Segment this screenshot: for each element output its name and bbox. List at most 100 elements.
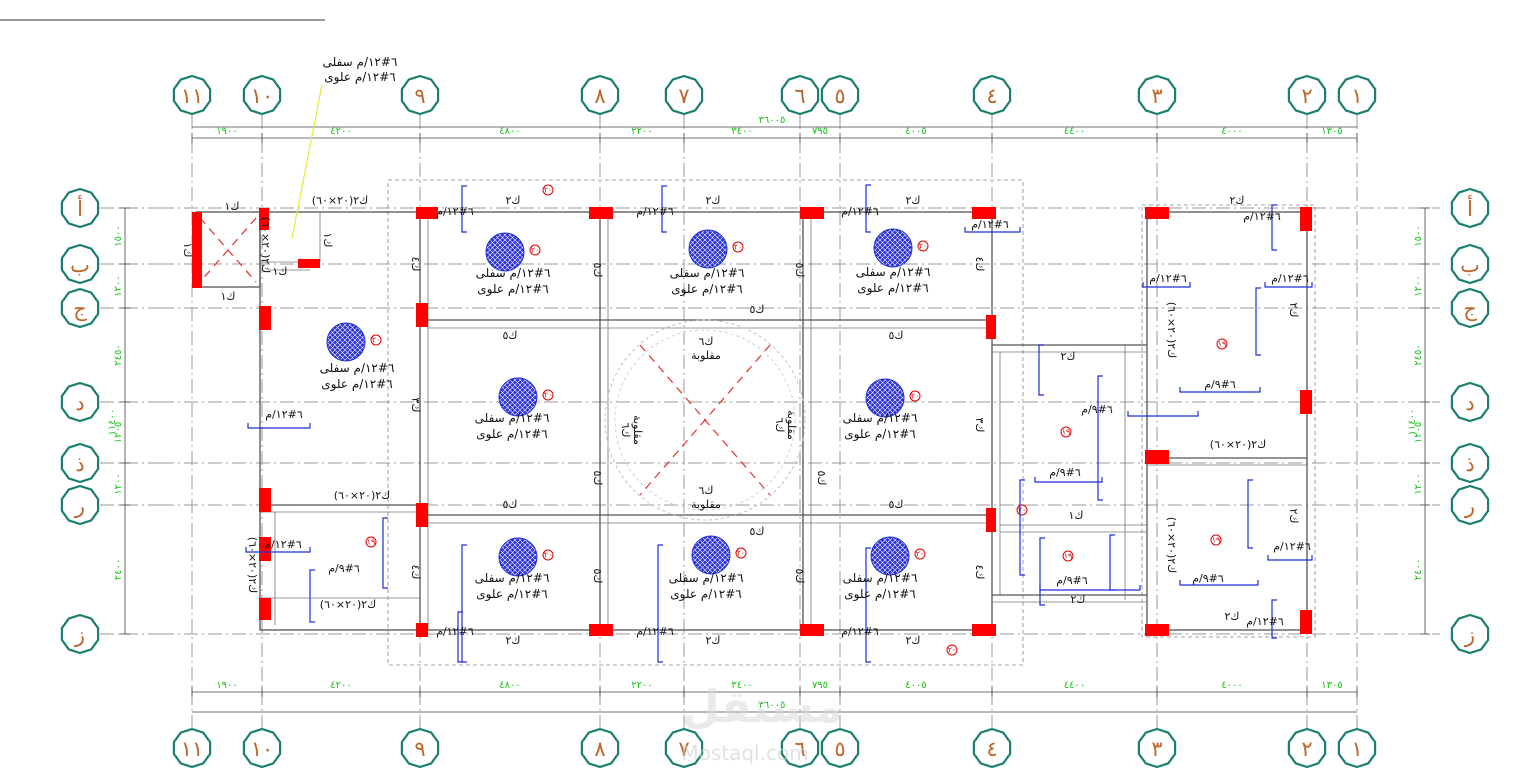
hatched-opening-marker <box>326 322 366 362</box>
grid-bubble-bottom: ٦ <box>780 727 820 769</box>
bottom-dimension-value: ٣٤٠٠ <box>731 680 752 691</box>
grid-bubble-label: أ <box>1467 194 1473 221</box>
grid-bubble-outline <box>1450 381 1490 423</box>
slab-tag-text: ٢٠ <box>911 392 920 401</box>
grid-bubble-label: ١٠ <box>251 737 274 761</box>
grid-bubble-label: ٧ <box>678 737 689 761</box>
rebar-vertical <box>1039 537 1045 606</box>
rebar-short-note: ٦#١٢/م <box>1243 210 1281 223</box>
slab-tag-circle <box>1060 426 1072 438</box>
rebar-vertical <box>1109 534 1115 591</box>
grid-bubble-bottom: ١ <box>1337 727 1377 769</box>
slab-tag-text: ١٩ <box>1218 340 1227 349</box>
rebar-vertical <box>661 185 667 233</box>
slab-bottom-rebar-note: ٦#١٢/م سفلى <box>320 361 395 375</box>
beam-label-k5: ك٥ <box>591 471 604 486</box>
rebar-small-note: ٦#٩/م <box>1049 466 1081 479</box>
grid-bubble-label: ٢ <box>1301 84 1312 108</box>
grid-bubble-label: ز <box>74 623 85 648</box>
beam-label-k1: ك١ <box>1069 509 1084 522</box>
beam-label-k1: ك١ <box>225 200 240 213</box>
overhang-outline-main <box>387 179 1024 666</box>
rebar-vertical <box>865 184 871 233</box>
slab-bottom-rebar-note: ٦#١٢/م سفلى <box>670 266 745 280</box>
grid-bubble-left: د <box>60 381 100 423</box>
rebar-short-note: ٦#١٢/م <box>1271 272 1309 285</box>
inverted-beam-label: مقلوبة <box>631 415 644 445</box>
grid-bubble-right: ب <box>1450 243 1490 285</box>
top-dimension-value: ٢٢٠٠ <box>631 126 652 137</box>
hatched-opening-marker <box>498 537 538 577</box>
grid-bubble-top: ٩ <box>400 74 440 116</box>
beam-label-k2: ك٢ <box>506 634 521 647</box>
grid-lines <box>100 115 1440 730</box>
grid-bubble-top: ١٠ <box>242 74 282 116</box>
grid-bubble-left: ذ <box>60 442 100 484</box>
rebar-vertical <box>1097 375 1103 501</box>
grid-bubble-outline <box>580 727 620 769</box>
right-dimension-value: ٢٤٥٠ <box>1413 344 1424 365</box>
grid-bubble-label: ١ <box>1351 737 1362 761</box>
beam-label-k2-section: ك٢(٢٠×٦٠) <box>312 194 368 207</box>
rebar-horizontal <box>1179 387 1261 393</box>
rebar-short-note: ٦#١٢/م <box>841 205 879 218</box>
grid-bubble-label: أ <box>77 194 83 221</box>
rebar-short-note: ٦#١٢/م <box>436 625 474 638</box>
grid-bubble-top: ٣ <box>1137 74 1177 116</box>
slab-tag-text: ١٩ <box>1062 428 1071 437</box>
rebar-horizontal <box>1142 282 1191 288</box>
grid-bubble-label: ٧ <box>678 84 689 108</box>
bottom-dimension-value: ٧٩٥ <box>812 680 828 691</box>
grid-bubble-label: ١١ <box>181 737 204 761</box>
rebar-horizontal <box>1127 411 1199 417</box>
grid-bubble-outline <box>1287 727 1327 769</box>
left-dimension-value: ١٢٠٥ <box>113 422 124 443</box>
slab-tag-circle <box>365 536 377 548</box>
slab-top-rebar-note: ٦#١٢/م علوى <box>476 427 547 442</box>
top-dimension-value: ١٩٠٠ <box>216 126 237 137</box>
right-dimension-value: ١٥٠٠ <box>1413 225 1424 246</box>
slab-tag-text: ٢٠ <box>372 336 381 345</box>
beam-label-k5: ك٥ <box>793 569 806 584</box>
slab-tag-circle <box>370 334 382 346</box>
left-dimension-value: ١٥٠٠ <box>113 225 124 246</box>
beam-label-k2: ك٢ <box>1287 509 1300 524</box>
slab-top-rebar-note: ٦#١٢/م علوى <box>321 377 392 392</box>
right-total-dimension-value: ١١٤٠٠ <box>1407 409 1418 436</box>
grid-bubble-top: ٢ <box>1287 74 1327 116</box>
beam-label-k5: ك٥ <box>750 525 765 538</box>
rebar-horizontal <box>1179 580 1259 586</box>
grid-bubble-label: ٣ <box>1151 737 1162 761</box>
right-wing-frame <box>1146 211 1308 631</box>
rebar-vertical <box>382 517 388 589</box>
rebar-short-note: ٦#١٢/م <box>636 205 674 218</box>
grid-bubble-label: ٥ <box>834 84 845 108</box>
inverted-beam-label: مقلوبة <box>691 498 721 511</box>
rebar-horizontal <box>964 227 1021 233</box>
rebar-vertical <box>1038 344 1044 396</box>
grid-bubble-left: ب <box>60 243 100 285</box>
beam-label-k1: ك١ <box>181 243 194 258</box>
rebar-vertical <box>309 569 315 623</box>
slab-top-rebar-note: ٦#١٢/م علوى <box>844 587 915 602</box>
grid-bubble-label: د <box>75 391 84 415</box>
rebar-horizontal <box>1034 477 1103 483</box>
beam-label-k3: ك٣ <box>973 418 986 433</box>
grid-bubble-bottom: ٩ <box>400 727 440 769</box>
grid-bubble-outline <box>1337 727 1377 769</box>
slab-tag-text: ٢٠ <box>948 646 957 655</box>
grid-bubble-right: ج <box>1450 287 1490 329</box>
grid-bubble-outline <box>60 243 100 285</box>
beam-label-k2: ك٢ <box>506 194 521 207</box>
bottom-dimension-value: ٤٢٠٠ <box>330 680 351 691</box>
slab-tag-circle <box>732 241 744 253</box>
grid-bubble-outline <box>172 727 212 769</box>
grid-bubble-bottom: ٨ <box>580 727 620 769</box>
top-dimension-value: ٧٩٥ <box>812 126 828 137</box>
slab-tag-circle <box>542 184 554 196</box>
rebar-small-note: ٦#٩/م <box>328 562 360 575</box>
grid-bubble-left: ج <box>60 287 100 329</box>
